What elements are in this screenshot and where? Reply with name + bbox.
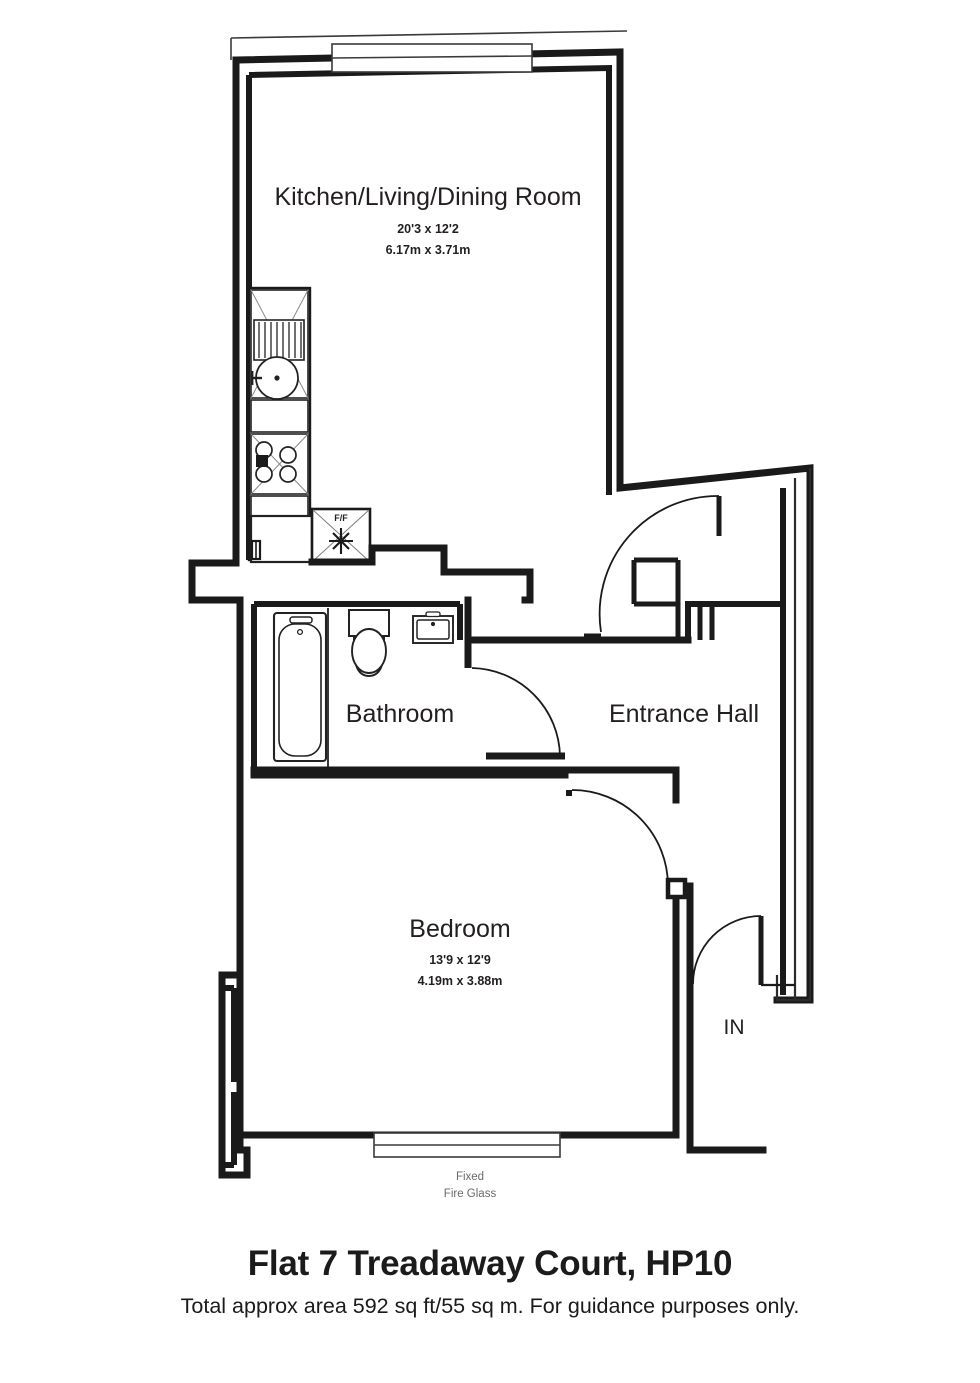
- footer-block: Flat 7 Treadaway Court, HP10 Total appro…: [0, 1243, 980, 1320]
- outer-guide-lines: [230, 30, 628, 60]
- bedroom-dim-imperial: 13'9 x 12'9: [429, 953, 491, 967]
- room-label-kitchen-living-dining: Kitchen/Living/Dining Room 20'3 x 12'2 6…: [274, 183, 581, 257]
- entrance-hall-name: Entrance Hall: [609, 700, 759, 728]
- hob-unit: [250, 433, 309, 495]
- fixed-glass-line-1: Fixed: [456, 1171, 484, 1183]
- sink-unit: [250, 289, 309, 400]
- window-bedroom-bottom: [373, 1132, 561, 1158]
- room-label-entrance-hall: Entrance Hall: [609, 700, 759, 728]
- kitchen-lower-run: [249, 507, 372, 564]
- kld-dim-imperial: 20'3 x 12'2: [397, 222, 459, 236]
- bathroom-name: Bathroom: [346, 700, 454, 728]
- entrance-hall-walls: [685, 488, 786, 995]
- kitchen-units: [247, 286, 312, 562]
- bathroom-door: [464, 640, 565, 760]
- room-label-bedroom: Bedroom 13'9 x 12'9 4.19m x 3.88m: [409, 915, 510, 988]
- bathroom-fixtures: [272, 608, 454, 770]
- property-area-note: Total approx area 592 sq ft/55 sq m. For…: [180, 1294, 800, 1319]
- fridge-freezer-label: F/F: [334, 513, 348, 523]
- hall-door-leaf: [584, 496, 722, 639]
- fixed-glass-line-2: Fire Glass: [444, 1188, 497, 1200]
- bathtub: [272, 611, 328, 763]
- outer-right-band: [775, 468, 812, 1002]
- toilet: [348, 609, 390, 678]
- kld-dim-metric: 6.17m x 3.71m: [386, 243, 471, 257]
- wash-basin: [412, 611, 454, 644]
- bathroom-bedroom-divider: [250, 766, 680, 804]
- fridge-freezer-symbol: F/F: [312, 509, 370, 562]
- bedroom-name: Bedroom: [409, 915, 510, 943]
- entrance-door-in: [688, 915, 795, 987]
- kld-name: Kitchen/Living/Dining Room: [274, 183, 581, 211]
- bedroom-dim-metric: 4.19m x 3.88m: [418, 974, 503, 988]
- bedroom-door: [566, 789, 688, 900]
- hall-door-swing: [598, 495, 720, 633]
- bedroom-left-alcove: [222, 985, 237, 1168]
- room-label-bathroom: Bathroom: [346, 700, 454, 728]
- bathroom-wall-inner: [251, 601, 463, 770]
- window-kld-top: [331, 43, 533, 73]
- entrance-in-label: IN: [724, 1016, 745, 1039]
- hall-cupboard: [631, 557, 715, 640]
- property-title: Flat 7 Treadaway Court, HP10: [247, 1244, 733, 1283]
